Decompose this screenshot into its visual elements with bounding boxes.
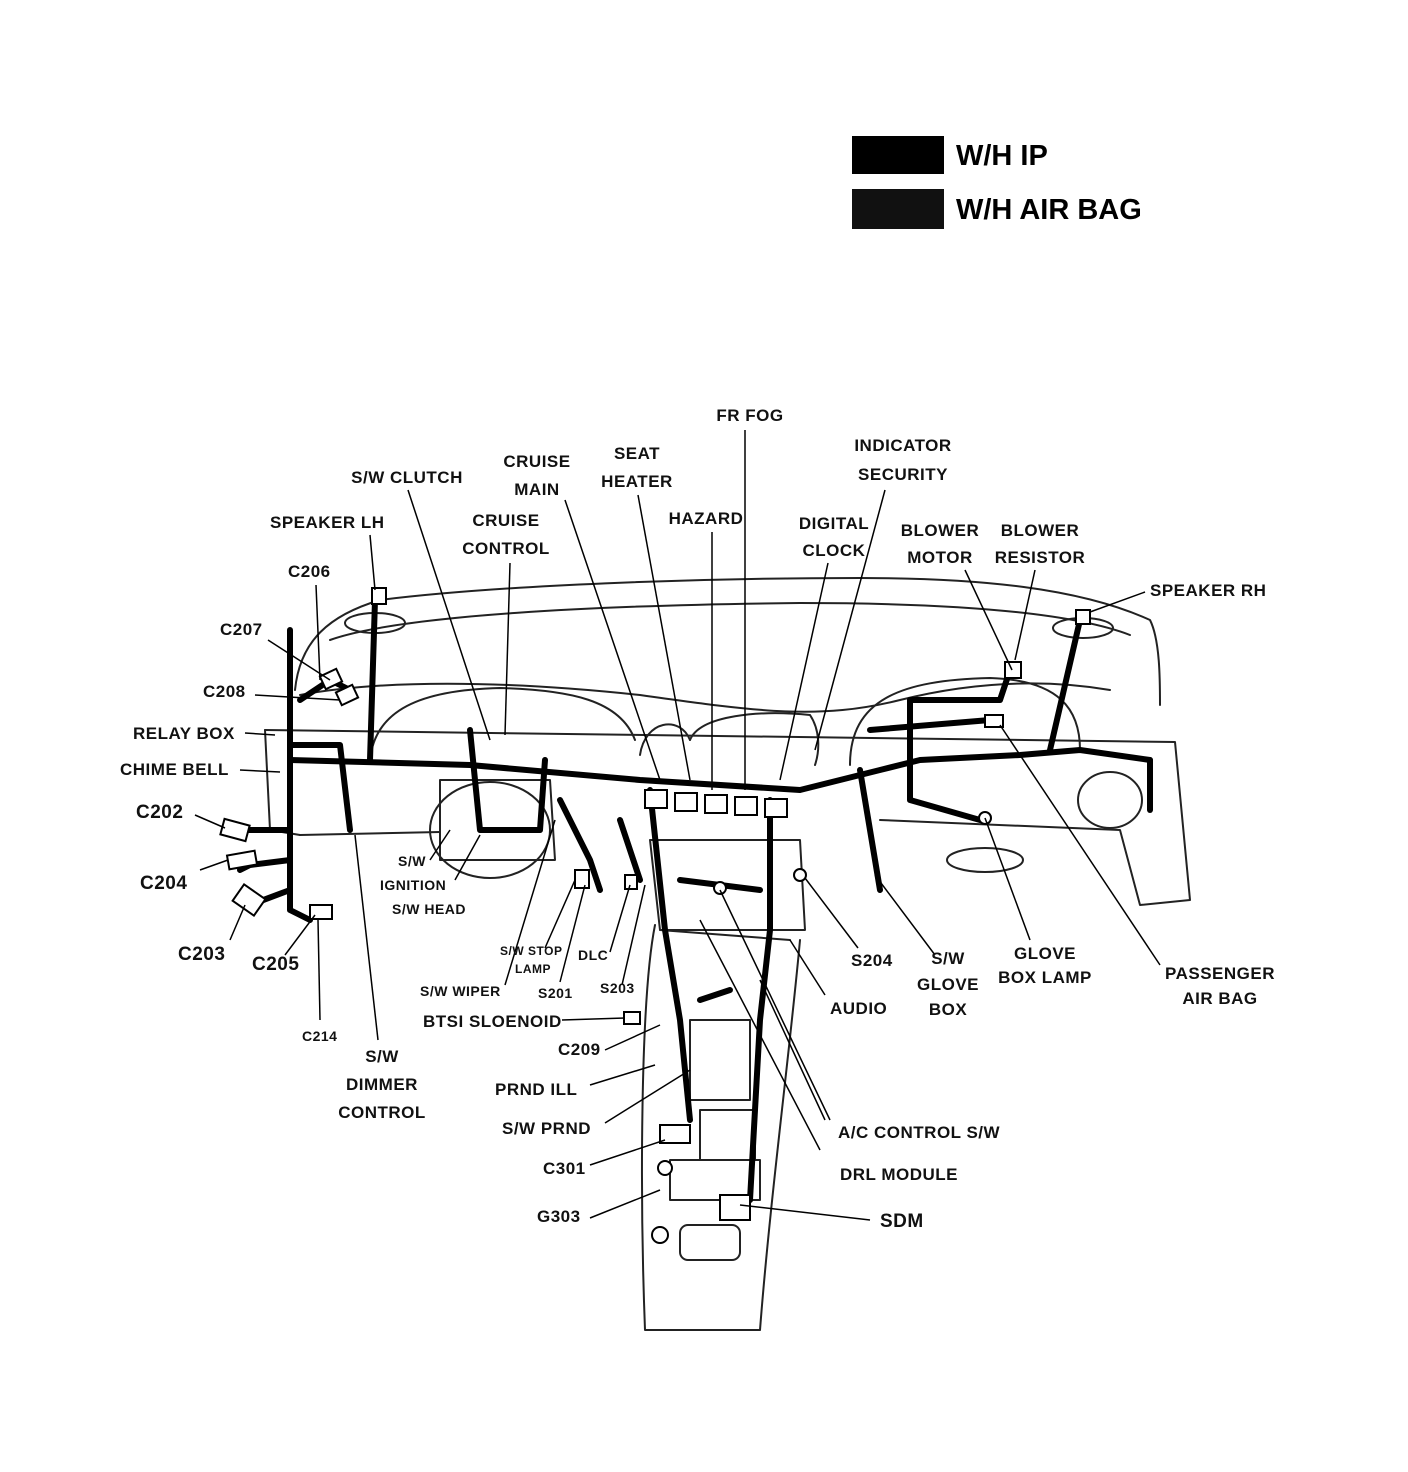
harness-center-drop — [647, 787, 693, 1123]
connector-c208 — [334, 683, 360, 707]
label-drl-module: DRL MODULE — [840, 1165, 959, 1184]
label-passenger-airbag-2: AIR BAG — [1182, 989, 1258, 1008]
label-cruise-main-2: MAIN — [514, 480, 560, 499]
connector-row-3 — [704, 794, 728, 814]
harness-main-trunk — [287, 747, 1153, 793]
connector-speaker-rh — [1075, 609, 1091, 625]
legend-swatch-wh-ip — [852, 136, 944, 174]
shifter-housing — [689, 1019, 751, 1101]
label-sw-glove-2: GLOVE — [916, 975, 980, 994]
connector-s203 — [624, 874, 638, 890]
label-hazard: HAZARD — [668, 509, 744, 528]
connector-row-1 — [644, 789, 668, 809]
label-relay-box: RELAY BOX — [133, 724, 235, 743]
label-s201: S201 — [538, 985, 573, 1001]
legend-label-wh-air-bag: W/H AIR BAG — [956, 194, 1142, 226]
label-digital-clock-2: CLOCK — [802, 541, 866, 560]
label-blower-resistor-2: RESISTOR — [994, 548, 1086, 567]
connector-speaker-lh — [371, 587, 387, 605]
label-audio: AUDIO — [830, 999, 888, 1018]
steering-column — [429, 781, 551, 879]
label-chime-bell: CHIME BELL — [120, 760, 229, 779]
connector-c207 — [318, 667, 344, 691]
label-speaker-rh: SPEAKER RH — [1150, 581, 1267, 600]
label-sw-dimmer-3: CONTROL — [338, 1103, 426, 1122]
label-glove-lamp-1: GLOVE — [1013, 944, 1077, 963]
label-sw-glove-3: BOX — [928, 1000, 968, 1019]
connector-row-5 — [764, 798, 788, 818]
legend-swatch-wh-air-bag — [852, 189, 944, 229]
connector-dlc — [574, 869, 590, 889]
label-fr-fog: FR FOG — [716, 406, 784, 425]
label-passenger-airbag-1: PASSENGER — [1165, 964, 1275, 983]
label-cruise-control-1: CRUISE — [472, 511, 540, 530]
label-c207: C207 — [220, 620, 263, 639]
connector-c203 — [231, 882, 267, 918]
label-g303: G303 — [537, 1207, 581, 1226]
connector-blower-resistor — [984, 714, 1004, 728]
label-sw-wiper: S/W WIPER — [420, 983, 501, 999]
label-c301: C301 — [543, 1159, 586, 1178]
label-sw-clutch: S/W CLUTCH — [351, 468, 463, 487]
connector-g303 — [651, 1226, 669, 1244]
label-sw-head: S/W HEAD — [392, 901, 466, 917]
label-s203: S203 — [600, 980, 635, 996]
label-speaker-lh: SPEAKER LH — [270, 513, 385, 532]
lower-dash-rail — [264, 729, 1191, 906]
connector-c202 — [219, 817, 251, 843]
label-prnd-ill: PRND ILL — [495, 1080, 578, 1099]
label-sw-ignition-2: IGNITION — [380, 877, 447, 893]
dashboard-top-outline — [294, 577, 1161, 706]
connector-row-4 — [734, 796, 758, 816]
label-c205: C205 — [252, 954, 300, 975]
label-blower-motor-2: MOTOR — [907, 548, 973, 567]
label-c208: C208 — [203, 682, 246, 701]
label-cruise-main-1: CRUISE — [503, 452, 571, 471]
connector-row-2 — [674, 792, 698, 812]
center-console — [641, 924, 801, 1331]
label-sw-stop-2: LAMP — [515, 962, 551, 976]
label-c203: C203 — [178, 944, 226, 965]
label-c204: C204 — [140, 873, 188, 894]
label-blower-motor-1: BLOWER — [900, 521, 980, 540]
label-c209: C209 — [558, 1040, 601, 1059]
label-c206: C206 — [288, 562, 331, 581]
label-blower-resistor-1: BLOWER — [1000, 521, 1080, 540]
cluster-hood — [369, 687, 636, 761]
label-dlc: DLC — [578, 947, 609, 963]
label-seat-heater-1: SEAT — [613, 444, 661, 463]
label-security: SECURITY — [858, 465, 948, 484]
connector-blower-motor — [1004, 661, 1022, 679]
connector-sdm — [719, 1194, 751, 1221]
harness-left-drop — [287, 627, 313, 923]
label-btsi: BTSI SLOENOID — [423, 1012, 562, 1031]
label-c214: C214 — [302, 1028, 338, 1044]
label-sdm: SDM — [880, 1211, 924, 1232]
label-seat-heater-2: HEATER — [601, 472, 673, 491]
label-s204: S204 — [851, 951, 893, 970]
legend-label-wh-ip: W/H IP — [956, 140, 1048, 172]
connector-c204 — [225, 849, 259, 871]
label-sw-stop-1: S/W STOP — [500, 944, 563, 958]
label-sw-dimmer-2: DIMMER — [346, 1075, 418, 1094]
label-sw-dimmer-1: S/W — [365, 1047, 399, 1066]
connector-btsi — [623, 1011, 641, 1025]
label-indicator: INDICATOR — [854, 436, 952, 455]
label-digital-clock-1: DIGITAL — [798, 514, 870, 533]
label-glove-lamp-2: BOX LAMP — [998, 968, 1092, 987]
label-sw-glove-1: S/W — [931, 949, 965, 968]
label-ac-control: A/C CONTROL S/W — [838, 1123, 1001, 1142]
label-c202: C202 — [136, 802, 184, 823]
label-sw-ignition-1: S/W — [398, 853, 426, 869]
connector-c301 — [659, 1124, 691, 1144]
label-sw-prnd: S/W PRND — [502, 1119, 591, 1138]
label-cruise-control-2: CONTROL — [462, 539, 550, 558]
glove-box-area — [849, 677, 1081, 766]
